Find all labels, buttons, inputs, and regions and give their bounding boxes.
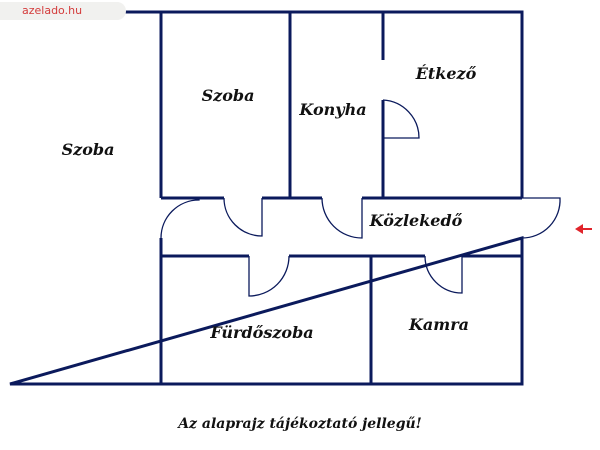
doors — [160, 99, 561, 297]
door-etkezo — [382, 99, 420, 139]
door-left-room — [160, 198, 200, 239]
disclaimer-text: Az alaprajz tájékoztató jellegű! — [178, 416, 422, 432]
room-label-kamra: Kamra — [408, 315, 469, 334]
door-konyha — [321, 197, 363, 239]
door-entrance — [521, 197, 561, 239]
room-label-furdoszoba: Fürdőszoba — [209, 323, 313, 342]
room-label-kozlekedo: Közlekedő — [369, 211, 463, 230]
door-szoba-top — [223, 197, 263, 237]
room-labels: Szoba Szoba Konyha Étkező Közlekedő Fürd… — [62, 63, 477, 342]
room-label-etkezo: Étkező — [415, 63, 477, 83]
door-kamra — [424, 255, 463, 294]
door-furdoszoba — [248, 255, 290, 297]
room-label-szoba-left: Szoba — [62, 140, 115, 159]
watermark: azelado.hu — [0, 2, 126, 20]
outer-wall — [9, 10, 524, 386]
arrow-left-icon — [575, 224, 592, 234]
walls — [9, 10, 524, 386]
room-label-szoba-top: Szoba — [202, 86, 255, 105]
room-label-konyha: Konyha — [298, 100, 366, 119]
